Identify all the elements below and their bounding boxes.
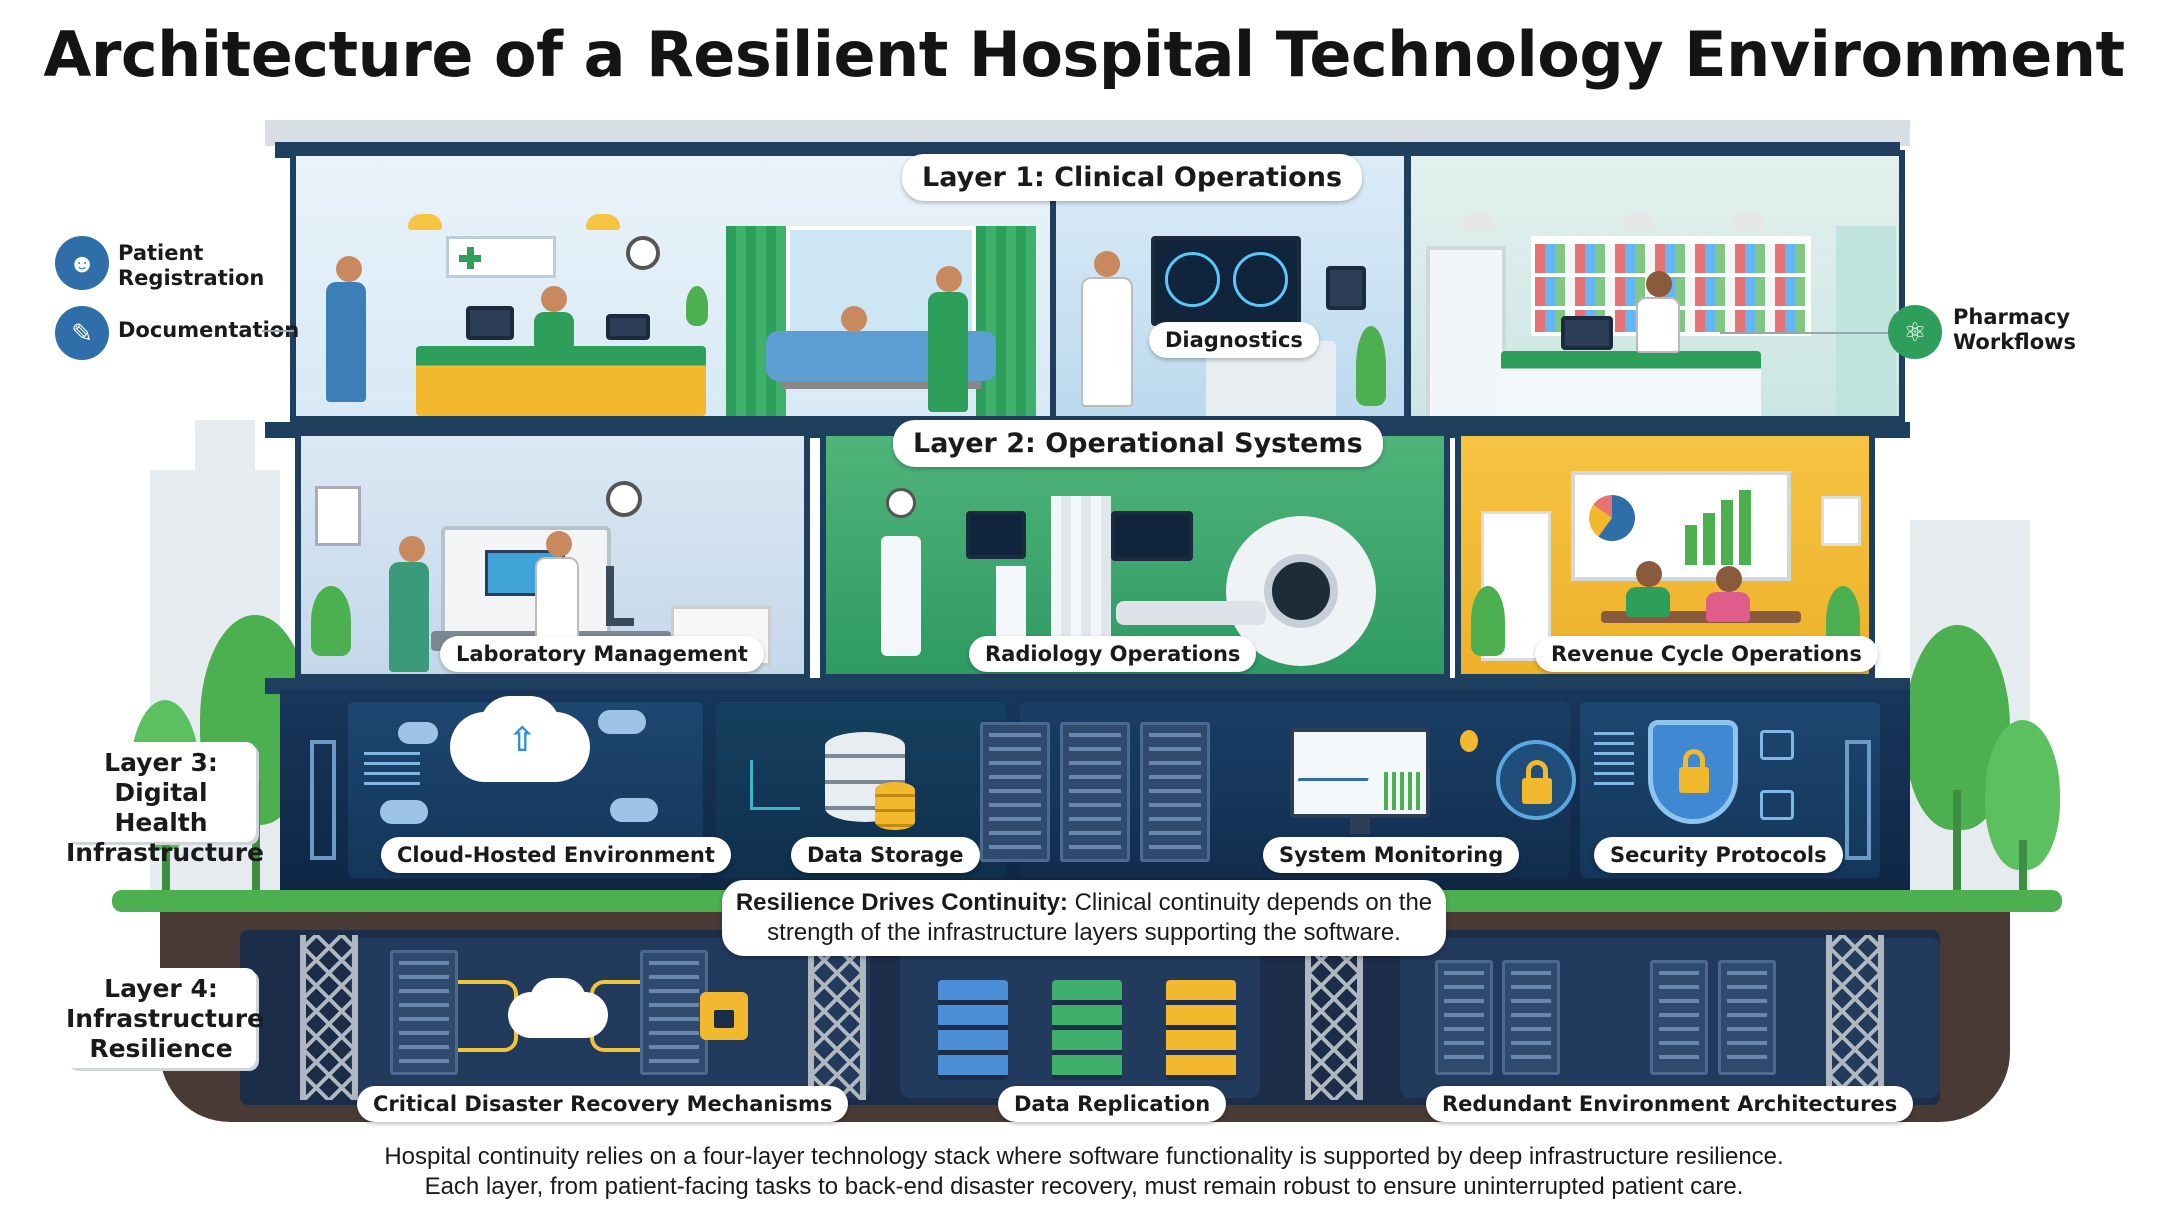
caption: Hospital continuity relies on a four-lay… xyxy=(0,1142,2168,1202)
medicine-bottle-icon: ⚛ xyxy=(1888,305,1942,359)
connector-line xyxy=(262,330,294,332)
server-rack xyxy=(390,950,458,1075)
server-rack xyxy=(1502,960,1560,1075)
connector-line xyxy=(1720,332,1888,334)
gauge-icon xyxy=(886,488,916,518)
support-truss xyxy=(300,935,358,1100)
server-rack xyxy=(640,950,708,1075)
security-protocols-label: Security Protocols xyxy=(1594,837,1843,873)
page-title: Architecture of a Resilient Hospital Tec… xyxy=(43,18,2125,91)
reception-desk xyxy=(416,346,706,416)
data-storage-label: Data Storage xyxy=(791,837,980,873)
diagnostics-label: Diagnostics xyxy=(1149,322,1319,358)
layer3-label: Layer 3: Digital Health Infrastructure xyxy=(66,742,264,867)
tree-trunk xyxy=(1953,790,1961,890)
microscope-icon xyxy=(606,566,634,626)
support-truss xyxy=(1305,935,1363,1100)
medicine-fridge xyxy=(1426,246,1506,416)
server-rack xyxy=(1435,960,1493,1075)
resilience-callout: Resilience Drives Continuity: Clinical c… xyxy=(722,880,1446,956)
patient-registration-label: Patient Registration xyxy=(118,241,265,290)
building-roof xyxy=(265,120,1910,146)
yellow-database-stack xyxy=(1166,980,1236,1080)
critical-disaster-recovery-label: Critical Disaster Recovery Mechanisms xyxy=(357,1086,849,1122)
tree-trunk xyxy=(2019,840,2027,890)
lightbulb-icon xyxy=(1460,730,1478,752)
clock-icon xyxy=(606,481,642,517)
data-replication-label: Data Replication xyxy=(998,1086,1227,1122)
revenue-cycle-operations-label: Revenue Cycle Operations xyxy=(1535,636,1878,672)
clock-icon xyxy=(626,236,660,270)
caption-line-2: Each layer, from patient-facing tasks to… xyxy=(424,1173,1744,1200)
radiology-operations-label: Radiology Operations xyxy=(969,636,1257,672)
curtain xyxy=(726,226,786,416)
callout-text-2: strength of the infrastructure layers su… xyxy=(767,919,1401,946)
blue-database-stack xyxy=(938,980,1008,1080)
layer2-label: Layer 2: Operational Systems xyxy=(893,420,1383,467)
curtain xyxy=(976,226,1036,416)
callout-text-1: Clinical continuity depends on the xyxy=(1067,889,1433,916)
revenue-cycle-room xyxy=(1455,430,1875,680)
pharmacy-room xyxy=(1405,150,1905,422)
brain-scan-monitor xyxy=(1151,236,1301,326)
pharmacy-workflows-label: Pharmacy Workflows xyxy=(1953,305,2077,354)
system-monitor xyxy=(1290,728,1430,818)
tree-trunk xyxy=(252,780,260,890)
green-database-stack xyxy=(1052,980,1122,1080)
caption-line-1: Hospital continuity relies on a four-lay… xyxy=(384,1143,1784,1170)
server-rack xyxy=(980,722,1050,862)
user-icon: ☻ xyxy=(55,236,109,290)
redundant-environment-label: Redundant Environment Architectures xyxy=(1426,1086,1914,1122)
tree-trunk xyxy=(162,820,170,890)
server-rack xyxy=(1650,960,1708,1075)
server-rack xyxy=(1718,960,1776,1075)
skyline-building xyxy=(195,420,255,480)
clipboard-icon: ✎ xyxy=(55,306,109,360)
security-shield-icon xyxy=(1648,720,1738,824)
cross-sign-icon xyxy=(446,236,556,278)
layer1-label: Layer 1: Clinical Operations xyxy=(902,154,1363,201)
support-truss xyxy=(1826,935,1884,1100)
lock-icon xyxy=(1496,740,1576,820)
laboratory-management-label: Laboratory Management xyxy=(440,636,764,672)
system-monitoring-label: System Monitoring xyxy=(1263,837,1520,873)
support-truss xyxy=(808,935,866,1100)
server-rack xyxy=(1060,722,1130,862)
analytics-dashboard xyxy=(1571,471,1791,581)
callout-heading: Resilience Drives Continuity: xyxy=(735,889,1068,916)
cloud-hosted-environment-label: Cloud-Hosted Environment xyxy=(381,837,731,873)
server-rack xyxy=(1140,722,1210,862)
infrastructure-resilience-floor xyxy=(240,930,1940,1105)
padlock-icon xyxy=(700,992,748,1040)
layer4-label: Layer 4: Infrastructure Resilience xyxy=(66,968,264,1068)
lab-equipment xyxy=(441,526,611,636)
pharmacy-counter xyxy=(1501,351,1761,416)
